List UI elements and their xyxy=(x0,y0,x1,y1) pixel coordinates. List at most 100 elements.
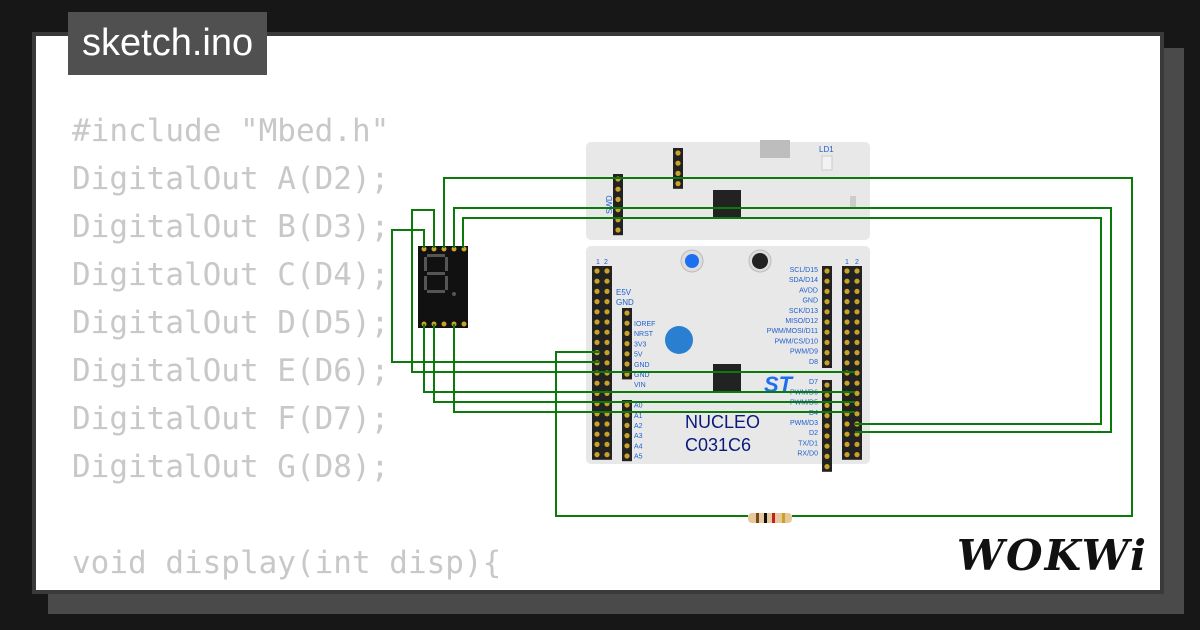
header-pin xyxy=(854,370,860,376)
header-pin xyxy=(854,339,860,345)
header-pin xyxy=(844,288,850,294)
code-line: #include "Mbed.h" xyxy=(72,113,390,149)
header-pin xyxy=(675,150,681,156)
right-pin-label: PWM/MOSI/D11 xyxy=(767,328,818,335)
display-pin-bottom xyxy=(461,321,467,327)
code-line: DigitalOut D(D5); xyxy=(72,305,390,341)
user-button[interactable] xyxy=(685,254,699,268)
right-pin-label: D2 xyxy=(809,430,818,437)
swd-label: SWD xyxy=(605,195,614,214)
right-pin-label: PWM/D5 xyxy=(790,400,818,407)
header-pin xyxy=(604,350,610,356)
ld1-label: LD1 xyxy=(819,145,834,154)
display-pin-top xyxy=(421,246,427,252)
header-pin xyxy=(675,170,681,176)
right-pin-label: GND xyxy=(802,298,818,305)
header-pin xyxy=(844,299,850,305)
right-pin-label: SCK/D13 xyxy=(789,308,818,315)
display-pin-top xyxy=(441,246,447,252)
header-pin xyxy=(615,186,621,192)
header-pin xyxy=(824,319,830,325)
left-pin-label: NRST xyxy=(634,331,654,338)
header-pin xyxy=(824,453,830,459)
header-pin xyxy=(824,309,830,315)
left-pin-label: A2 xyxy=(634,423,643,430)
header-pin xyxy=(844,452,850,458)
header-pin xyxy=(604,431,610,437)
header-pin xyxy=(824,350,830,356)
filename-tab[interactable]: sketch.ino xyxy=(68,12,268,75)
wire xyxy=(462,217,1102,425)
right-pin-label: SDA/D14 xyxy=(789,277,818,284)
header-pin xyxy=(844,309,850,315)
segment xyxy=(445,276,448,290)
wokwi-logo: WOKWi xyxy=(956,531,1148,580)
header-pin xyxy=(604,339,610,345)
board-name-line1: NUCLEO xyxy=(685,412,760,432)
wire xyxy=(453,207,1112,433)
mcu-chip xyxy=(713,364,741,392)
header-pin xyxy=(604,360,610,366)
header-pin xyxy=(844,319,850,325)
header-pin xyxy=(594,421,600,427)
header-pin xyxy=(844,431,850,437)
display-segments xyxy=(421,246,467,327)
ld1-led xyxy=(821,155,833,171)
left-pin-label: A1 xyxy=(634,413,643,420)
header-pin xyxy=(844,350,850,356)
header-pin xyxy=(844,329,850,335)
right-pin-label: AVDD xyxy=(799,287,818,294)
right-pin-label: PWM/CS/D10 xyxy=(774,338,818,345)
seven-segment-display[interactable] xyxy=(418,246,468,328)
code-preview: #include "Mbed.h"DigitalOut A(D2);Digita… xyxy=(72,107,501,590)
header-strip xyxy=(613,174,623,236)
st-fan-logo-icon xyxy=(665,326,693,354)
code-line: DigitalOut C(D4); xyxy=(72,257,390,293)
right-pin-label: D8 xyxy=(809,359,818,366)
header-pin xyxy=(615,196,621,202)
header-pin xyxy=(844,360,850,366)
header-pin xyxy=(594,431,600,437)
header-pin xyxy=(594,319,600,325)
left-pin-label: A4 xyxy=(634,443,643,450)
reset-button[interactable] xyxy=(752,253,768,269)
header-pin xyxy=(604,319,610,325)
right-pin-label: PWM/D3 xyxy=(790,420,818,427)
resistor[interactable] xyxy=(748,513,792,523)
header-pin xyxy=(854,452,860,458)
header-pin xyxy=(854,380,860,386)
left-pin-label: GND xyxy=(634,372,650,379)
header-pin xyxy=(615,227,621,233)
segment xyxy=(424,257,427,271)
header-pin xyxy=(854,350,860,356)
header-number: 1 xyxy=(596,259,600,266)
header-pin xyxy=(824,329,830,335)
header-pin xyxy=(594,441,600,447)
code-line: DigitalOut F(D7); xyxy=(72,401,390,437)
nucleo-board[interactable]: ST NUCLEO C031C6 LD1 SWD E5V GND IOREFNR… xyxy=(586,140,880,478)
segment xyxy=(427,272,445,275)
header-pin xyxy=(675,181,681,187)
header-pin xyxy=(594,299,600,305)
header-pin xyxy=(854,411,860,417)
header-pin xyxy=(844,268,850,274)
header-pin xyxy=(624,433,630,439)
header-pin xyxy=(824,423,830,429)
left-pin-label: VIN xyxy=(634,382,646,389)
header-pin xyxy=(854,299,860,305)
header-pin xyxy=(624,443,630,449)
header-pin xyxy=(594,452,600,458)
header-pin xyxy=(854,278,860,284)
header-pin xyxy=(594,329,600,335)
code-line: DigitalOut B(D3); xyxy=(72,209,390,245)
header-pin xyxy=(824,339,830,345)
right-pin-label: PWM/D9 xyxy=(790,349,818,356)
header-strip xyxy=(822,266,832,368)
segment xyxy=(445,257,448,271)
header-strip xyxy=(673,148,683,189)
header-pin xyxy=(824,288,830,294)
header-pin xyxy=(824,268,830,274)
header-pin xyxy=(854,268,860,274)
wire xyxy=(453,324,855,413)
